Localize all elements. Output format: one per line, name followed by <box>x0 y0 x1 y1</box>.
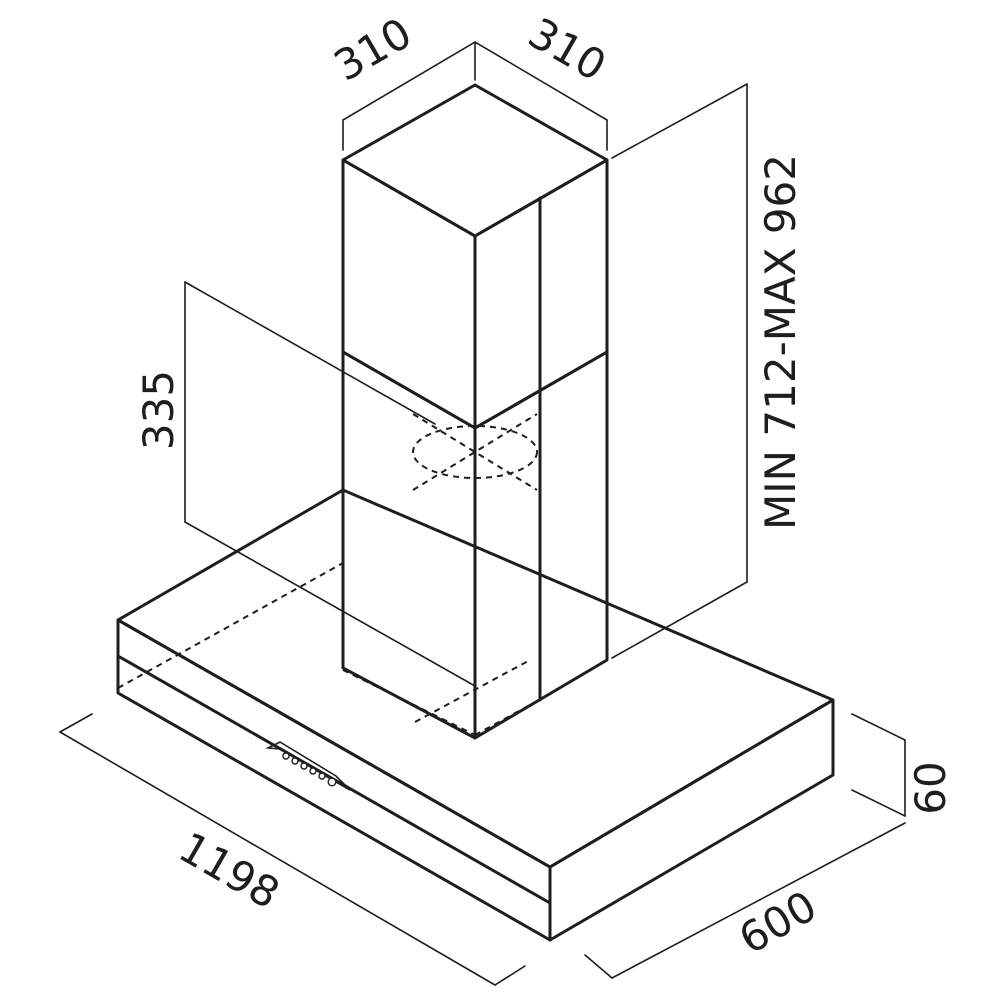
chimney-top-face <box>341 83 609 238</box>
canopy-hood <box>116 488 835 942</box>
chimney <box>341 83 609 740</box>
hidden-edges <box>117 562 531 736</box>
canopy-height-label: 60 <box>906 761 955 814</box>
canopy-width-label: 1198 <box>171 823 288 919</box>
dimension-lines <box>59 41 906 986</box>
air-outlet-hidden <box>412 425 538 479</box>
outlet-height-label: 335 <box>134 370 183 450</box>
canopy-depth-label: 600 <box>731 881 825 964</box>
control-button <box>309 767 317 775</box>
control-buttons <box>282 752 337 787</box>
control-button <box>318 772 326 780</box>
canopy-side-face <box>548 698 835 942</box>
upper-chimney-left-face <box>341 158 477 430</box>
chimney-height-label: MIN 712-MAX 962 <box>756 154 805 530</box>
control-button <box>300 762 308 770</box>
control-panel-strip <box>265 741 351 791</box>
chimney-depth-label: 310 <box>520 8 614 91</box>
control-button <box>291 757 299 765</box>
dimension-labels: 310 310 MIN 712-MAX 962 335 60 600 1198 <box>134 8 955 964</box>
control-button <box>282 752 290 760</box>
control-button <box>327 777 337 787</box>
chimney-width-label: 310 <box>326 8 420 91</box>
